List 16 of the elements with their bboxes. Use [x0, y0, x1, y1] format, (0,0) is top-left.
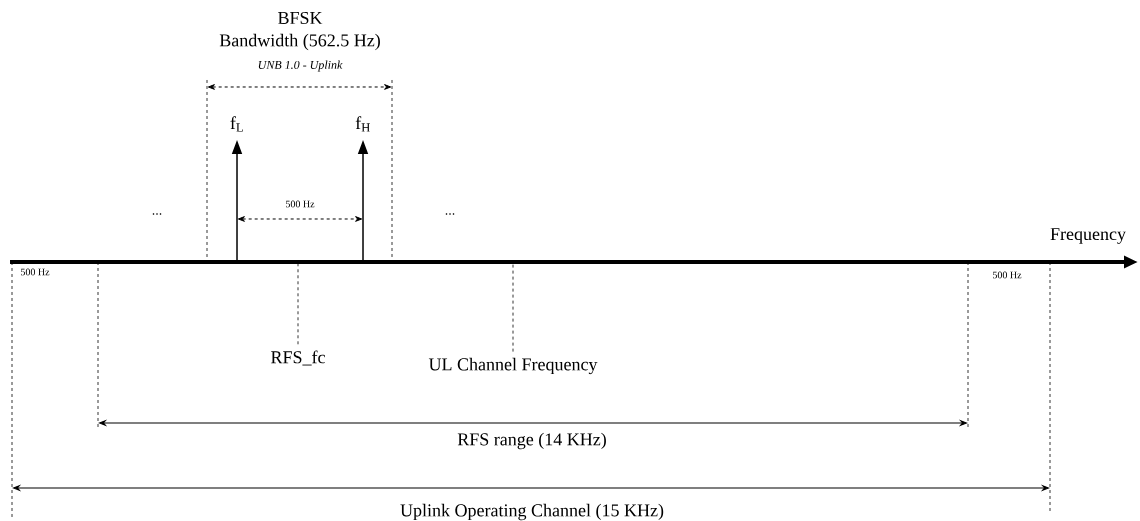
ellipsis: ... — [152, 213, 162, 215]
marker-label: RFS_fc — [271, 350, 325, 366]
dimension-label: 500 Hz — [286, 200, 315, 208]
axis-label: Frequency — [1050, 228, 1126, 244]
leader-line — [297, 261, 299, 345]
dimension-label: Uplink Operating Channel (15 KHz) — [400, 503, 664, 521]
frequency-label: f$_{L}$ — [230, 116, 243, 132]
dimension-label: 500 Hz — [21, 268, 50, 276]
dimension-label: RFS range (14 KHz) — [457, 432, 606, 450]
dimension-label: 500 Hz — [993, 271, 1022, 279]
heading: BFSK — [278, 11, 323, 25]
frequency-label: f$_{H}$ — [355, 116, 370, 132]
subheading: UNB 1.0 - Uplink — [258, 60, 343, 72]
heading: Bandwidth (562.5 Hz) — [219, 33, 380, 51]
marker-label: UL Channel Frequency — [428, 357, 598, 375]
ellipsis: ... — [445, 213, 455, 215]
